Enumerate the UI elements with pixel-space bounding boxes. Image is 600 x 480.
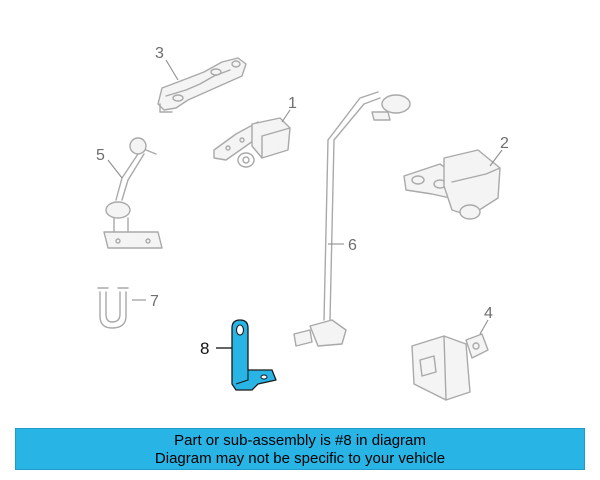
- part-2-sensor-arm: [403, 149, 501, 220]
- callout-4: 4: [484, 305, 493, 322]
- leader-5: [107, 159, 123, 179]
- part-6-long-rod: [293, 91, 411, 347]
- leader-2: [489, 149, 503, 167]
- part-5-link: [103, 137, 163, 249]
- callout-6: 6: [348, 237, 357, 254]
- banner-line-1: Part or sub-assembly is #8 in diagram: [174, 432, 426, 449]
- part-7-u-bolt: [97, 287, 129, 329]
- callout-8: 8: [200, 339, 209, 358]
- leader-1: [281, 109, 291, 123]
- banner-line-2: Diagram may not be specific to your vehi…: [154, 450, 446, 467]
- part-1-sensor: [213, 117, 291, 168]
- part-3-bracket: [157, 57, 247, 113]
- leader-4: [479, 319, 489, 335]
- callout-3: 3: [155, 45, 164, 62]
- part-4-bracket: [411, 333, 489, 401]
- callout-2: 2: [500, 135, 509, 152]
- part-8-bracket-highlighted: [231, 319, 277, 391]
- info-banner: Part or sub-assembly is #8 in diagram Di…: [15, 428, 585, 470]
- callout-5: 5: [96, 147, 105, 164]
- callout-1: 1: [288, 95, 297, 112]
- callout-7: 7: [150, 293, 159, 310]
- leader-3: [165, 59, 179, 81]
